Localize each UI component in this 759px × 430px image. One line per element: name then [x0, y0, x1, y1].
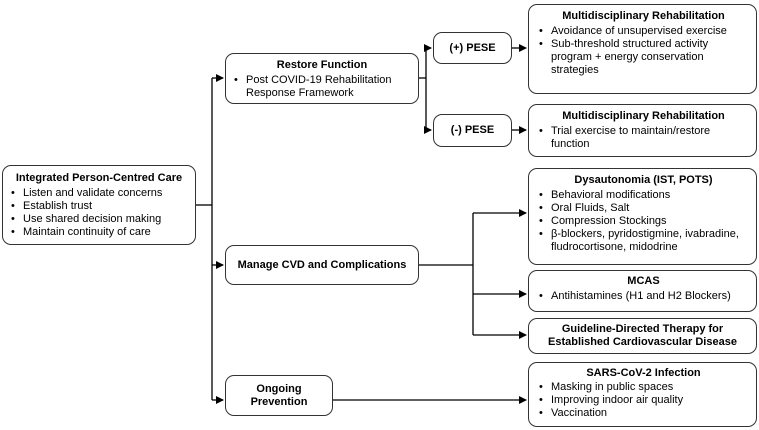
sars-item: Masking in public spaces: [537, 381, 750, 394]
mcas-box: MCAS Antihistamines (H1 and H2 Blockers): [528, 270, 757, 312]
dysautonomia-item: β-blockers, pyridostigmine, ivabradine, …: [537, 228, 750, 254]
care-item: Use shared decision making: [9, 213, 189, 226]
sars-box: SARS-CoV-2 Infection Masking in public s…: [528, 362, 757, 427]
pese-positive-label: (+) PESE: [449, 41, 496, 54]
sars-title: SARS-CoV-2 Infection: [586, 367, 701, 379]
rehab-positive-item: Sub-threshold structured activity progra…: [537, 38, 750, 77]
dysautonomia-title: Dysautonomia (IST, POTS): [574, 174, 713, 186]
dysautonomia-box: Dysautonomia (IST, POTS) Behavioral modi…: [528, 168, 757, 265]
care-item: Listen and validate concerns: [9, 187, 189, 200]
mcas-title: MCAS: [627, 275, 660, 287]
pese-negative-box: (-) PESE: [433, 114, 512, 147]
care-item: Maintain continuity of care: [9, 226, 189, 239]
rehab-negative-box: Multidisciplinary Rehabilitation Trial e…: [528, 104, 757, 157]
dysautonomia-item: Oral Fluids, Salt: [537, 202, 750, 215]
rehab-negative-title: Multidisciplinary Rehabilitation: [562, 110, 725, 122]
sars-item: Improving indoor air quality: [537, 394, 750, 407]
prevention-box: Ongoing Prevention: [225, 375, 333, 416]
mcas-item: Antihistamines (H1 and H2 Blockers): [537, 290, 750, 303]
prevention-label: Ongoing Prevention: [250, 382, 308, 408]
care-box: Integrated Person-Centred Care Listen an…: [2, 165, 196, 245]
rehab-positive-box: Multidisciplinary Rehabilitation Avoidan…: [528, 4, 757, 94]
dysautonomia-item: Behavioral modifications: [537, 189, 750, 202]
sars-item: Vaccination: [537, 407, 750, 420]
rehab-positive-item: Avoidance of unsupervised exercise: [537, 25, 750, 38]
pese-negative-label: (-) PESE: [450, 124, 495, 136]
dysautonomia-item: Compression Stockings: [537, 215, 750, 228]
care-item: Establish trust: [9, 200, 189, 213]
rehab-negative-item: Trial exercise to maintain/restore funct…: [537, 125, 750, 151]
rehab-positive-title: Multidisciplinary Rehabilitation: [562, 10, 725, 22]
restore-title: Restore Function: [276, 59, 368, 71]
restore-item: Post COVID-19 Rehabilitation Response Fr…: [232, 74, 412, 100]
pese-positive-box: (+) PESE: [433, 32, 512, 64]
guideline-label: Guideline-Directed Therapy for Establish…: [548, 323, 737, 348]
restore-box: Restore Function Post COVID-19 Rehabilit…: [225, 53, 419, 104]
manage-label: Manage CVD and Complications: [237, 258, 407, 271]
manage-box: Manage CVD and Complications: [225, 245, 419, 285]
care-title: Integrated Person-Centred Care: [15, 172, 183, 184]
guideline-box: Guideline-Directed Therapy for Establish…: [528, 318, 757, 354]
